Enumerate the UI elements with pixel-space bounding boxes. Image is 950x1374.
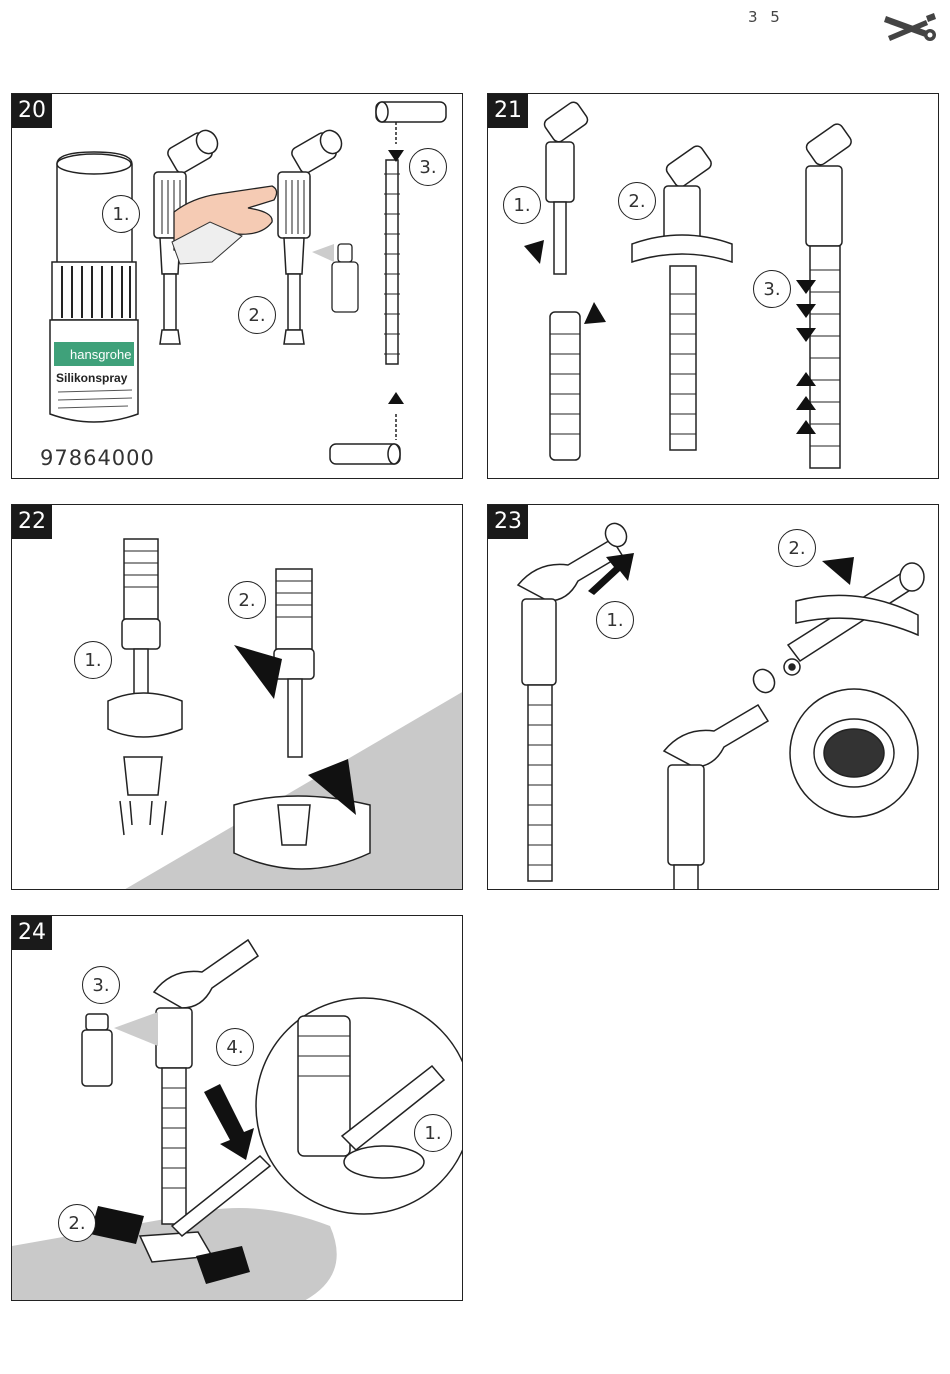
step-label-2: 2.	[618, 182, 656, 220]
step-number: 21	[488, 94, 528, 128]
step-number: 20	[12, 94, 52, 128]
step-label-2: 2.	[778, 529, 816, 567]
step-22-illustration	[12, 505, 463, 890]
step-24-illustration	[12, 916, 463, 1301]
step-20-illustration: hansgrohe Silikonspray	[12, 94, 463, 479]
page-number: 3 5	[748, 8, 784, 26]
step-number: 22	[12, 505, 52, 539]
step-label-2: 2.	[238, 296, 276, 334]
step-label-1: 1.	[503, 186, 541, 224]
wrench-screwdriver-icon	[882, 10, 938, 44]
step-label-1: 1.	[102, 195, 140, 233]
small-spray-can	[312, 244, 358, 312]
step-label-3: 3.	[409, 148, 447, 186]
step-number: 23	[488, 505, 528, 539]
step-label-2: 2.	[58, 1204, 96, 1242]
step-label-4: 4.	[216, 1028, 254, 1066]
step-21-panel: 21 1. 2. 3.	[487, 93, 939, 479]
step-label-1: 1.	[74, 641, 112, 679]
step-label-3: 3.	[753, 270, 791, 308]
step-label-1: 1.	[414, 1114, 452, 1152]
step-22-panel: 22 1. 2.	[11, 504, 463, 890]
step-label-1: 1.	[596, 601, 634, 639]
step-20-panel: hansgrohe Silikonspray	[11, 93, 463, 479]
step-24-panel: 24 1. 2. 3. 4.	[11, 915, 463, 1301]
step-21-illustration	[488, 94, 939, 479]
step-23-illustration	[488, 505, 939, 890]
bottle-brand-text: hansgrohe	[70, 347, 131, 362]
bottle-product-text: Silikonspray	[56, 371, 128, 385]
step-label-2: 2.	[228, 581, 266, 619]
step-number: 24	[12, 916, 52, 950]
step-23-panel: 23 1. 2.	[487, 504, 939, 890]
step-label-3: 3.	[82, 966, 120, 1004]
article-number: 97864000	[40, 446, 155, 470]
